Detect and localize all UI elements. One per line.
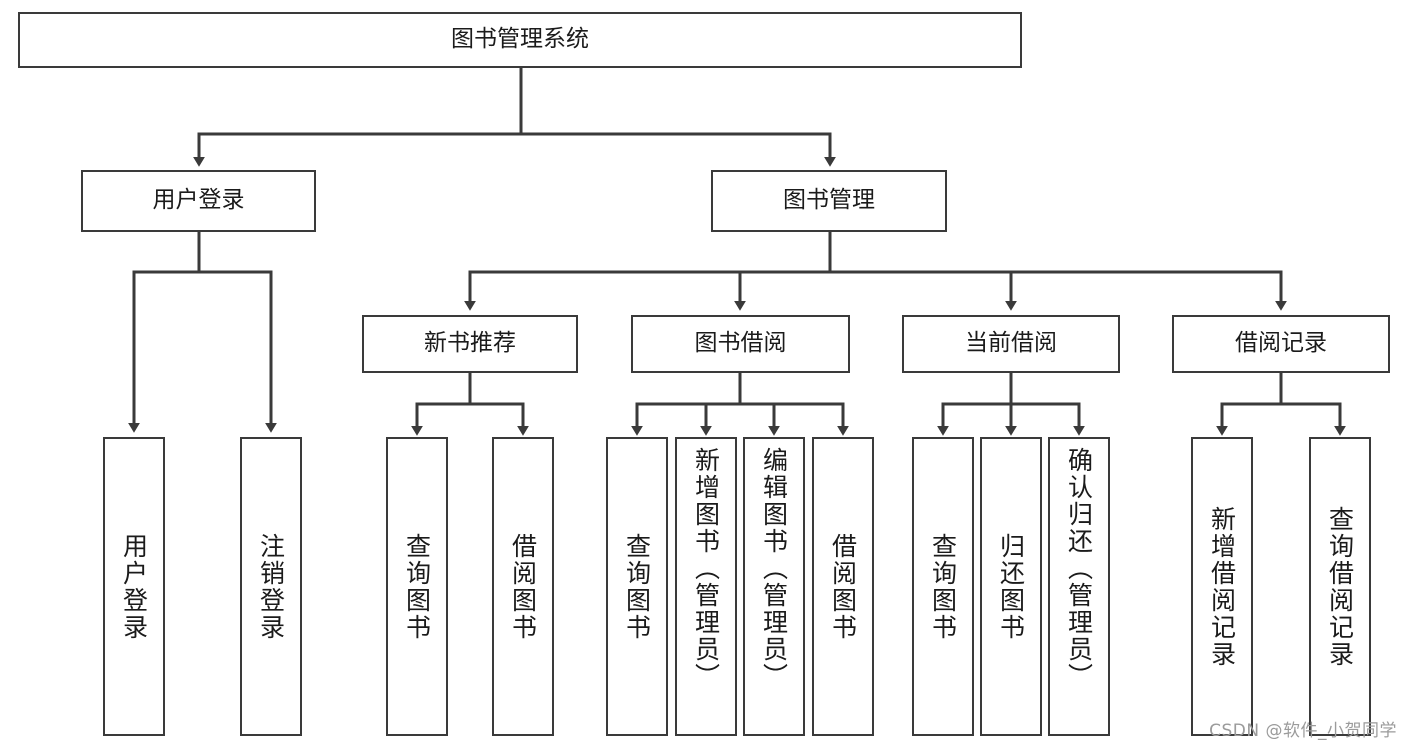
node-book-management-label: 图书管理 (783, 187, 875, 214)
leaf-current-return[interactable]: 归还图书 (980, 437, 1042, 736)
leaf-label: 归还图书 (996, 532, 1026, 641)
leaf-label: 借阅图书 (508, 532, 538, 641)
leaf-label: 确认归还（管理员） (1064, 447, 1094, 690)
leaf-new-books-borrow[interactable]: 借阅图书 (492, 437, 554, 736)
node-user-login[interactable]: 用户登录 (81, 170, 316, 232)
node-new-book-recommend[interactable]: 新书推荐 (362, 315, 578, 373)
csdn-watermark: CSDN @软件_小贺同学 (1209, 721, 1397, 741)
leaf-label: 查询借阅记录 (1325, 505, 1355, 668)
leaf-label: 编辑图书（管理员） (759, 447, 789, 690)
node-root-label: 图书管理系统 (451, 26, 589, 53)
leaf-user-login-logout[interactable]: 注销登录 (240, 437, 302, 736)
leaf-records-query[interactable]: 查询借阅记录 (1309, 437, 1371, 736)
leaf-label: 用户登录 (119, 532, 149, 641)
leaf-label: 查询图书 (402, 532, 432, 641)
leaf-current-confirm-return-admin[interactable]: 确认归还（管理员） (1048, 437, 1110, 736)
node-root[interactable]: 图书管理系统 (18, 12, 1022, 68)
node-current-borrow[interactable]: 当前借阅 (902, 315, 1120, 373)
leaf-new-books-query[interactable]: 查询图书 (386, 437, 448, 736)
leaf-label: 查询图书 (622, 532, 652, 641)
leaf-label: 新增图书（管理员） (691, 447, 721, 690)
leaf-label: 查询图书 (928, 532, 958, 641)
leaf-borrow-edit-admin[interactable]: 编辑图书（管理员） (743, 437, 805, 736)
node-borrow-records-label: 借阅记录 (1235, 330, 1327, 357)
leaf-label: 借阅图书 (828, 532, 858, 641)
node-current-borrow-label: 当前借阅 (965, 330, 1057, 357)
leaf-borrow-query[interactable]: 查询图书 (606, 437, 668, 736)
leaf-user-login-login[interactable]: 用户登录 (103, 437, 165, 736)
leaf-current-query[interactable]: 查询图书 (912, 437, 974, 736)
leaf-borrow-add-admin[interactable]: 新增图书（管理员） (675, 437, 737, 736)
node-user-login-label: 用户登录 (152, 187, 245, 214)
leaf-borrow-borrow[interactable]: 借阅图书 (812, 437, 874, 736)
leaf-records-add[interactable]: 新增借阅记录 (1191, 437, 1253, 736)
node-book-borrow-label: 图书借阅 (694, 330, 787, 357)
node-new-book-recommend-label: 新书推荐 (424, 330, 516, 357)
node-book-borrow[interactable]: 图书借阅 (631, 315, 850, 373)
leaf-label: 新增借阅记录 (1207, 505, 1237, 668)
node-book-management[interactable]: 图书管理 (711, 170, 947, 232)
node-borrow-records[interactable]: 借阅记录 (1172, 315, 1390, 373)
leaf-label: 注销登录 (256, 532, 286, 641)
